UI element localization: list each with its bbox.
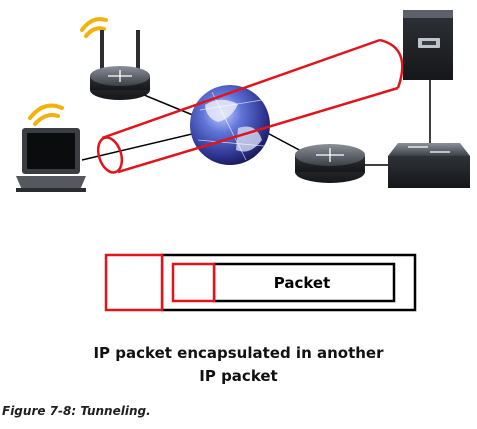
- inner-packet-box: [212, 262, 396, 303]
- tunnel-cylinder: [96, 38, 404, 174]
- diagram-caption-line-1: IP packet encapsulated in another: [93, 344, 384, 362]
- wifi-signal-icon: [28, 17, 108, 126]
- server-icon: [403, 10, 453, 80]
- outer-header-box: [104, 253, 164, 312]
- switch-icon: [388, 143, 470, 188]
- router-icon: [295, 144, 365, 183]
- globe-icon: [190, 85, 270, 165]
- packet-label: Packet: [274, 274, 331, 292]
- encapsulation-illustration: Packet: [104, 253, 417, 312]
- laptop-icon: [16, 128, 86, 192]
- inner-header-box: [171, 262, 216, 303]
- diagram-caption-line-2: IP packet: [199, 367, 278, 385]
- wireless-router-icon: [90, 30, 150, 100]
- figure-caption: Figure 7-8: Tunneling.: [2, 404, 151, 418]
